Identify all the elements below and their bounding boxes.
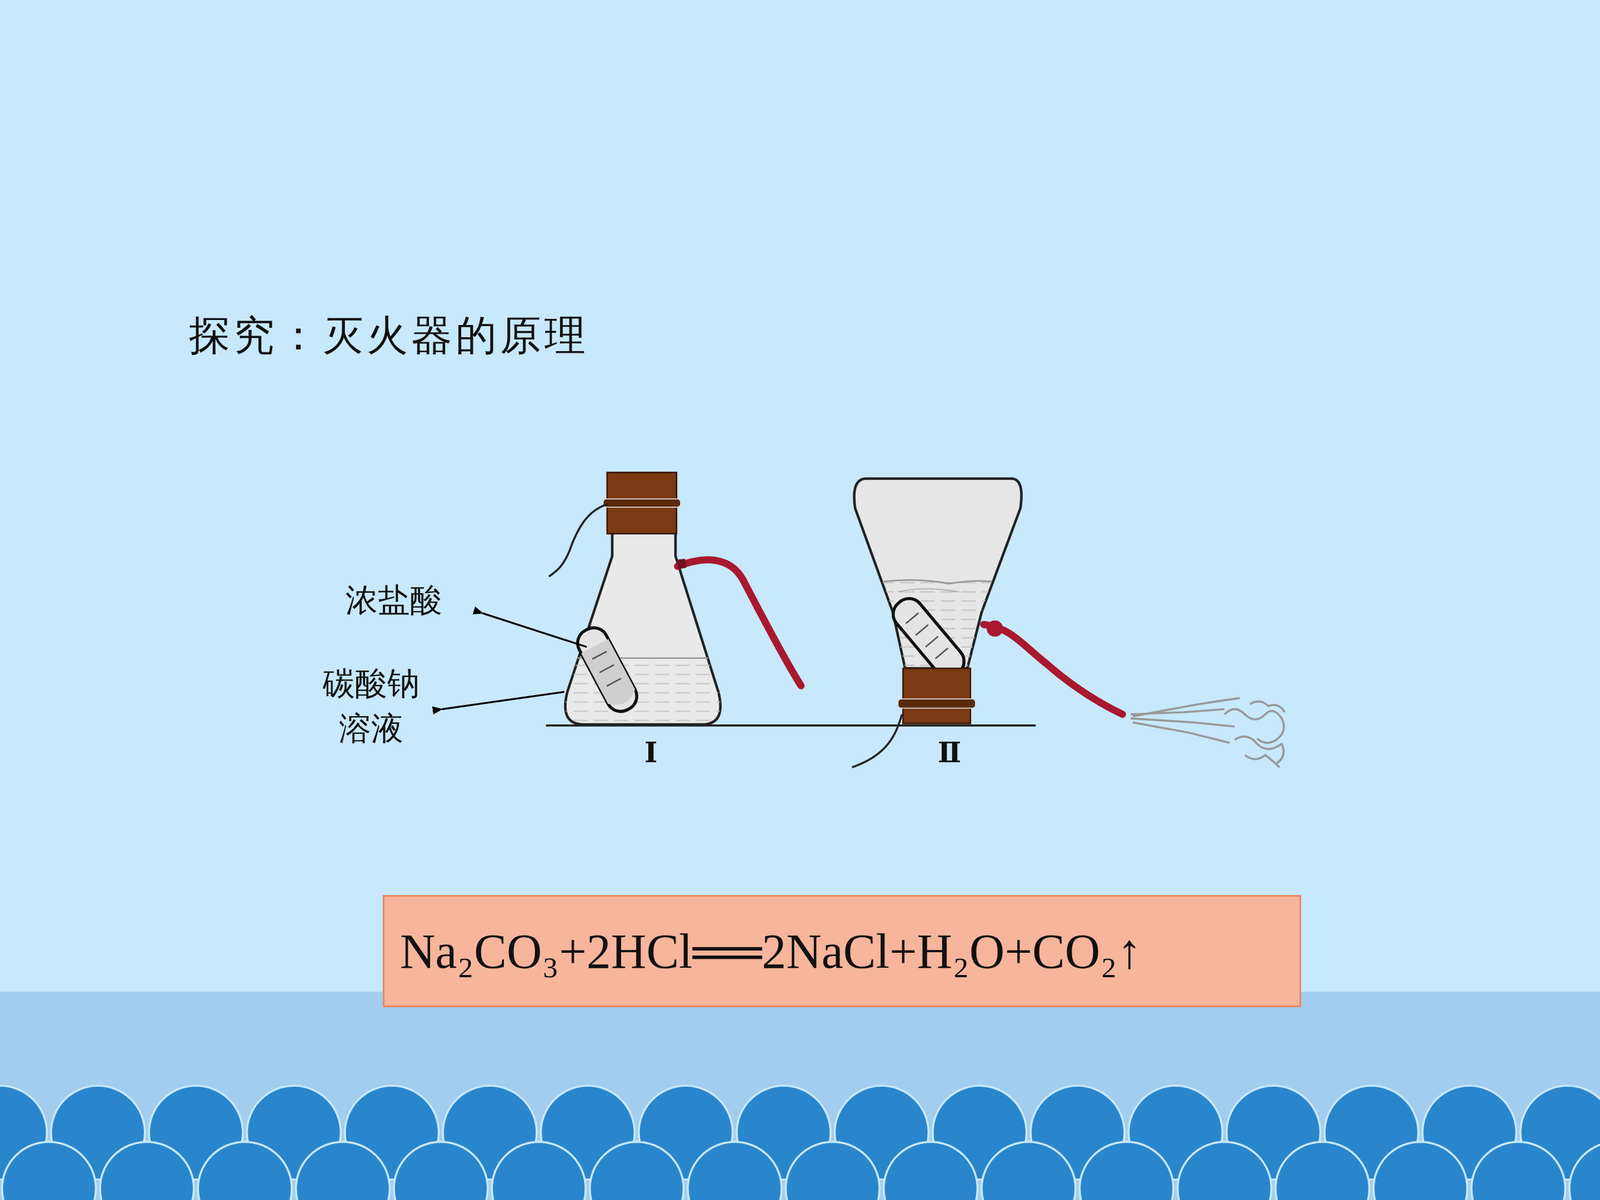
reagent-label: 浓盐酸: [345, 578, 443, 623]
leader-line: [482, 613, 587, 648]
equation-box: Na₂CO₃+2HCl══2NaCl+H₂O+CO₂↑: [382, 895, 1302, 1008]
reagent-label: 碳酸钠 溶液: [319, 661, 423, 752]
flask-number: Ⅰ: [644, 736, 658, 769]
spray: [1130, 697, 1285, 768]
flask-two: [852, 478, 1123, 768]
equation-text: Na₂CO₃+2HCl══2NaCl+H₂O+CO₂↑: [400, 923, 1142, 980]
waves: [0, 1085, 1600, 1200]
flask-one: [548, 472, 802, 725]
leader-line: [441, 691, 564, 709]
slide-title: 探究：灭火器的原理: [188, 308, 589, 364]
flask-number: Ⅱ: [937, 736, 962, 769]
